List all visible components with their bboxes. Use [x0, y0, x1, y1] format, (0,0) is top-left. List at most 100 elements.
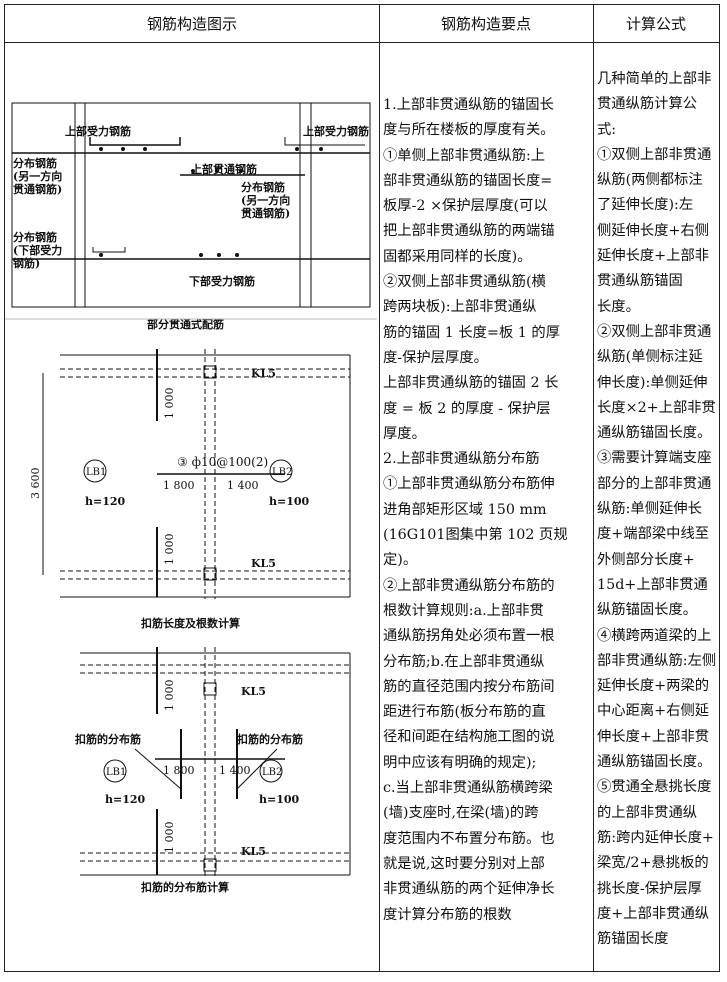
text-line: 板厚-2 ×保护层厚度(可以	[383, 198, 548, 215]
slab-lb2: LB2	[272, 467, 292, 478]
text-line: ⑤贯通全悬挑长度	[597, 779, 712, 796]
text-line: 贯通纵筋计算公	[597, 96, 698, 113]
label-distribution-sub: (另一方向	[13, 169, 62, 183]
diagram-caption: 扣筋长度及根数计算	[141, 616, 240, 630]
column-divider	[379, 5, 380, 971]
slab-lb1-h: h=120	[105, 793, 146, 806]
label-beam-top: KL5	[251, 367, 276, 380]
text-line: 非贯通纵筋的两个延伸净长	[383, 881, 555, 898]
text-line: (墙)支座时,在梁(墙)的跨	[383, 805, 539, 822]
text-line: 纵筋(两侧都标注	[597, 172, 703, 189]
label-beam-bottom: KL5	[241, 845, 266, 858]
text-line: 外侧部分长度+	[597, 551, 695, 568]
text-line: 伸长度):单侧延伸	[597, 374, 708, 391]
text-line: 跨两块板):上部非贯通纵	[383, 299, 537, 316]
text-line: 就是说,这时要分别对上部	[383, 855, 545, 872]
header-formula: 计算公式	[593, 5, 719, 43]
label-distribution-right: 扣筋的分布筋	[237, 732, 303, 746]
diagram-caption: 扣筋的分布筋计算	[141, 880, 229, 894]
text-line: 度-保护层厚度。	[383, 349, 488, 366]
text-line: 伸长度+上部非贯	[597, 728, 710, 745]
text-line: 距进行布筋(板分布筋的直	[383, 704, 546, 721]
slab-lb2: LB2	[262, 767, 282, 778]
label-distribution-sub: (另一方向	[241, 193, 290, 207]
ext-left: 1 800	[163, 764, 195, 777]
slab-lb2-h: h=100	[259, 793, 300, 806]
ext-right: 1 400	[219, 764, 251, 777]
rebar-spec: ③ ф10@100(2)	[177, 455, 268, 469]
text-line: 纵筋:单侧延伸长	[597, 501, 702, 518]
text-line: 度与所在楼板的厚度有关。	[383, 122, 555, 139]
text-line: 部分的上部非贯通	[597, 475, 712, 492]
text-line: 部非贯通纵筋:左侧	[597, 652, 717, 669]
text-line: 2.上部非贯通纵筋分布筋	[383, 451, 540, 468]
text-line: 延伸长度+两梁的	[597, 678, 710, 695]
text-line: 定)。	[383, 552, 418, 569]
diagram-rebar-length-count: KL5 KL5 1 000 1 000 3 600 ③ ф10@100(2) 1…	[29, 349, 351, 630]
text-line: 了延伸长度):左	[597, 197, 694, 214]
text-line: 筋的锚固 1 长度=板 1 的厚	[383, 324, 561, 341]
header-points: 钢筋构造要点	[379, 5, 593, 43]
label-top-bar-right: 上部受力钢筋	[303, 124, 369, 138]
ext-right: 1 400	[227, 479, 259, 492]
text-line: 度+上部非贯通纵	[597, 905, 710, 922]
label-distribution-sub: 贯通钢筋)	[241, 206, 290, 220]
text-line: 筋的直径范围内按分布筋间	[383, 678, 555, 695]
text-line: 延伸长度+上部非	[597, 248, 710, 265]
text-line: 梁宽/2+悬挑板的	[597, 855, 709, 872]
text-line: ②双侧上部非贯通	[597, 323, 712, 340]
text-line: 度范围内不布置分布筋。也	[383, 830, 555, 847]
text-line: 通纵筋拐角处必须布置一根	[383, 628, 555, 645]
text-line: 通纵筋锚固长度。	[597, 754, 712, 771]
text-line: 挑长度-保护层厚	[597, 880, 702, 897]
rebar-points-text: 1.上部非贯通纵筋的锚固长度与所在楼板的厚度有关。 ①单侧上部非贯通纵筋:上部非贯…	[383, 93, 591, 928]
text-line: ④横跨两道梁的上	[597, 627, 712, 644]
label-distribution: 分布钢筋	[13, 156, 57, 170]
column-divider	[593, 5, 594, 971]
label-beam-bottom: KL5	[251, 557, 276, 570]
diagram-caption: 部分贯通式配筋	[147, 317, 224, 331]
text-line: 厚度。	[383, 425, 426, 442]
text-line: 纵筋(单侧标注延	[597, 349, 703, 366]
label-through-bar: 上部贯通钢筋	[191, 162, 257, 176]
dim-top: 1 000	[163, 680, 176, 712]
text-line: 把上部非贯通纵筋的两端锚	[383, 223, 555, 240]
text-line: ①上部非贯通纵筋分布筋伸	[383, 476, 555, 493]
text-line: 15d+上部非贯通	[597, 576, 708, 593]
label-bottom-bar: 下部受力钢筋	[189, 274, 255, 288]
label-top-bar: 上部受力钢筋	[65, 124, 131, 138]
text-line: 明中应该有明确的规定);	[383, 754, 537, 771]
text-line: ①单侧上部非贯通纵筋:上	[383, 147, 546, 164]
text-line: 中心距离+右侧延	[597, 703, 710, 720]
dim-top: 1 000	[163, 388, 176, 420]
slab-lb1: LB1	[86, 467, 106, 478]
text-line: 通纵筋锚固长度。	[597, 425, 712, 442]
label-distribution-left: 扣筋的分布筋	[75, 732, 141, 746]
text-line: 纵筋锚固长度。	[597, 602, 698, 619]
label-distribution: 分布钢筋	[13, 230, 57, 244]
diagram-distribution-bars: KL5 KL5 1 000 1 000 1 800 1 400 扣筋的分布筋 扣…	[75, 647, 351, 894]
text-line: 1.上部非贯通纵筋的锚固长	[383, 97, 554, 113]
dim-left: 3 600	[29, 468, 42, 500]
dim-bottom: 1 000	[163, 534, 176, 566]
label-distribution: 分布钢筋	[241, 180, 285, 194]
text-line: ③需要计算端支座	[597, 450, 712, 467]
slab-lb2-h: h=100	[269, 495, 310, 508]
text-line: ②双侧上部非贯通纵筋(横	[383, 274, 546, 291]
text-line: 部非贯通纵筋的锚固长度=	[383, 172, 553, 189]
text-line: ①双侧上部非贯通	[597, 146, 712, 163]
text-line: 度 = 板 2 的厚度 - 保护层	[383, 400, 551, 417]
text-line: 上部非贯通纵筋的锚固 2 长	[383, 375, 559, 392]
ext-left: 1 800	[163, 479, 195, 492]
header-diagram: 钢筋构造图示	[5, 5, 379, 43]
text-line: 长度。	[597, 298, 640, 315]
text-line: 侧延伸长度+右侧	[597, 222, 710, 239]
text-line: 根数计算规则:a.上部非贯	[383, 602, 544, 619]
text-line: 筋:跨内延伸长度+	[597, 829, 714, 846]
text-line: 筋锚固长度	[597, 931, 669, 948]
text-line: 进角部矩形区域 150 mm	[383, 501, 547, 518]
label-distribution-sub: 钢筋)	[13, 256, 40, 270]
label-beam-top: KL5	[241, 685, 266, 698]
dim-bottom: 1 000	[163, 822, 176, 854]
text-line: 固都采用同样的长度)。	[383, 248, 532, 265]
